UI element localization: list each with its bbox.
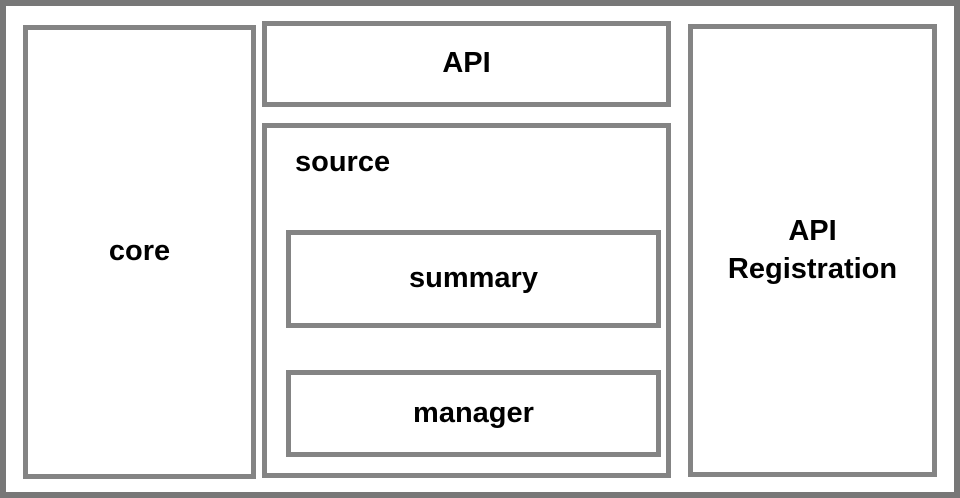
manager-box: manager (286, 370, 661, 457)
source-label: source (295, 146, 391, 178)
api-box: API (262, 21, 671, 107)
manager-label: manager (413, 396, 534, 429)
api-registration-line1: API (788, 215, 837, 248)
api-registration-box: API Registration (688, 24, 937, 477)
api-registration-label: API Registration (728, 213, 897, 287)
api-registration-line2: Registration (727, 252, 898, 285)
core-box: core (23, 25, 256, 479)
summary-label: summary (409, 262, 538, 295)
core-label: core (108, 235, 171, 268)
api-label: API (442, 47, 491, 80)
summary-box: summary (286, 230, 661, 328)
source-box: source summary manager (262, 123, 671, 478)
